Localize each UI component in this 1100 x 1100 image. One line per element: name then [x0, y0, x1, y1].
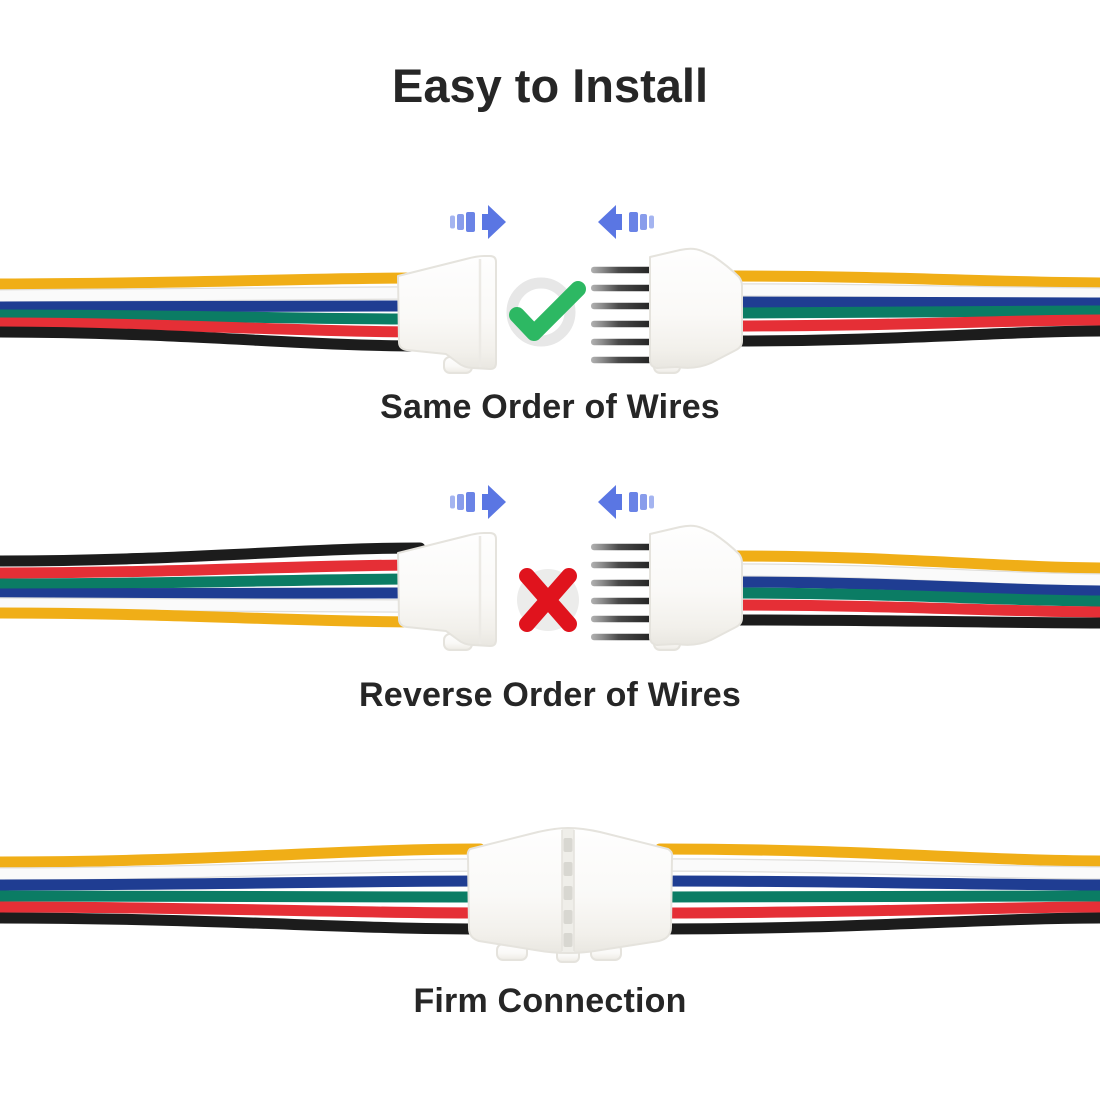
- wire-red: [726, 599, 1100, 618]
- push-right-arrow-icon: [450, 485, 506, 519]
- pin: [591, 561, 652, 569]
- wire-green: [0, 573, 426, 590]
- wire-yellow: [0, 843, 486, 868]
- seam-notch: [563, 933, 573, 947]
- pin: [591, 302, 652, 310]
- left-wire-bundle: [0, 272, 427, 352]
- wire-green: [654, 890, 1100, 903]
- right-wire-bundle: [653, 843, 1100, 935]
- pin: [591, 266, 652, 274]
- wire-red: [654, 901, 1100, 919]
- pin: [591, 633, 652, 641]
- firm-connection-illustration: [0, 827, 1100, 963]
- reverse-order-illustration: [0, 485, 1100, 651]
- pin: [591, 356, 652, 364]
- wire-white: [0, 859, 486, 880]
- wire-black: [0, 326, 426, 352]
- joined-connector: [466, 827, 674, 963]
- wire-yellow: [0, 272, 426, 290]
- wire-red: [0, 317, 426, 338]
- pin: [591, 543, 652, 551]
- caption-same-order: Same Order of Wires: [380, 388, 720, 426]
- wire-blue: [0, 875, 486, 891]
- wire-black: [0, 542, 426, 567]
- wire-white: [654, 859, 1100, 879]
- wire-black: [726, 614, 1100, 629]
- wire-green: [0, 890, 486, 903]
- male-connector: [591, 524, 743, 651]
- female-connector: [397, 532, 497, 651]
- wire-black: [0, 912, 486, 935]
- wire-red: [0, 559, 426, 579]
- left-wire-bundle: [0, 843, 487, 935]
- seam-notch: [563, 862, 573, 876]
- page-title: Easy to Install: [391, 59, 709, 112]
- pin: [591, 615, 652, 623]
- pin: [591, 284, 652, 292]
- check-icon: [506, 277, 586, 347]
- same-order-illustration: [0, 205, 1100, 374]
- push-right-arrow-icon: [450, 205, 506, 239]
- wire-yellow: [726, 270, 1100, 289]
- wire-white: [726, 284, 1100, 300]
- wire-green: [726, 587, 1100, 607]
- seam-notch: [563, 910, 573, 924]
- connector-pins: [591, 266, 652, 364]
- pin: [591, 320, 652, 328]
- wire-green: [0, 309, 426, 325]
- pin: [591, 579, 652, 587]
- pin: [591, 338, 652, 346]
- pin: [591, 597, 652, 605]
- wire-red: [726, 314, 1100, 332]
- female-connector: [397, 255, 497, 374]
- right-wire-bundle: [725, 550, 1100, 629]
- wire-white: [726, 564, 1100, 586]
- wire-black: [726, 325, 1100, 347]
- seam-notch: [563, 886, 573, 900]
- wire-green: [726, 305, 1100, 319]
- wire-blue: [0, 587, 426, 600]
- wire-blue: [0, 300, 426, 313]
- wire-yellow: [654, 843, 1100, 867]
- seam-notch: [563, 838, 573, 852]
- caption-firm-connection: Firm Connection: [413, 982, 687, 1020]
- male-connector: [591, 247, 743, 374]
- wire-black: [654, 912, 1100, 935]
- wire-blue: [726, 576, 1100, 597]
- wire-white: [0, 598, 426, 612]
- wire-yellow: [726, 550, 1100, 574]
- push-left-arrow-icon: [598, 485, 654, 519]
- push-left-arrow-icon: [598, 205, 654, 239]
- wire-blue: [654, 875, 1100, 891]
- caption-reverse-order: Reverse Order of Wires: [358, 676, 742, 714]
- connector-pins: [591, 543, 652, 641]
- wire-red: [0, 901, 486, 919]
- left-wire-bundle: [0, 542, 427, 628]
- wire-blue: [726, 296, 1100, 309]
- wire-yellow: [0, 607, 426, 628]
- wire-white: [0, 287, 426, 302]
- right-wire-bundle: [725, 270, 1100, 347]
- cross-icon: [517, 568, 579, 632]
